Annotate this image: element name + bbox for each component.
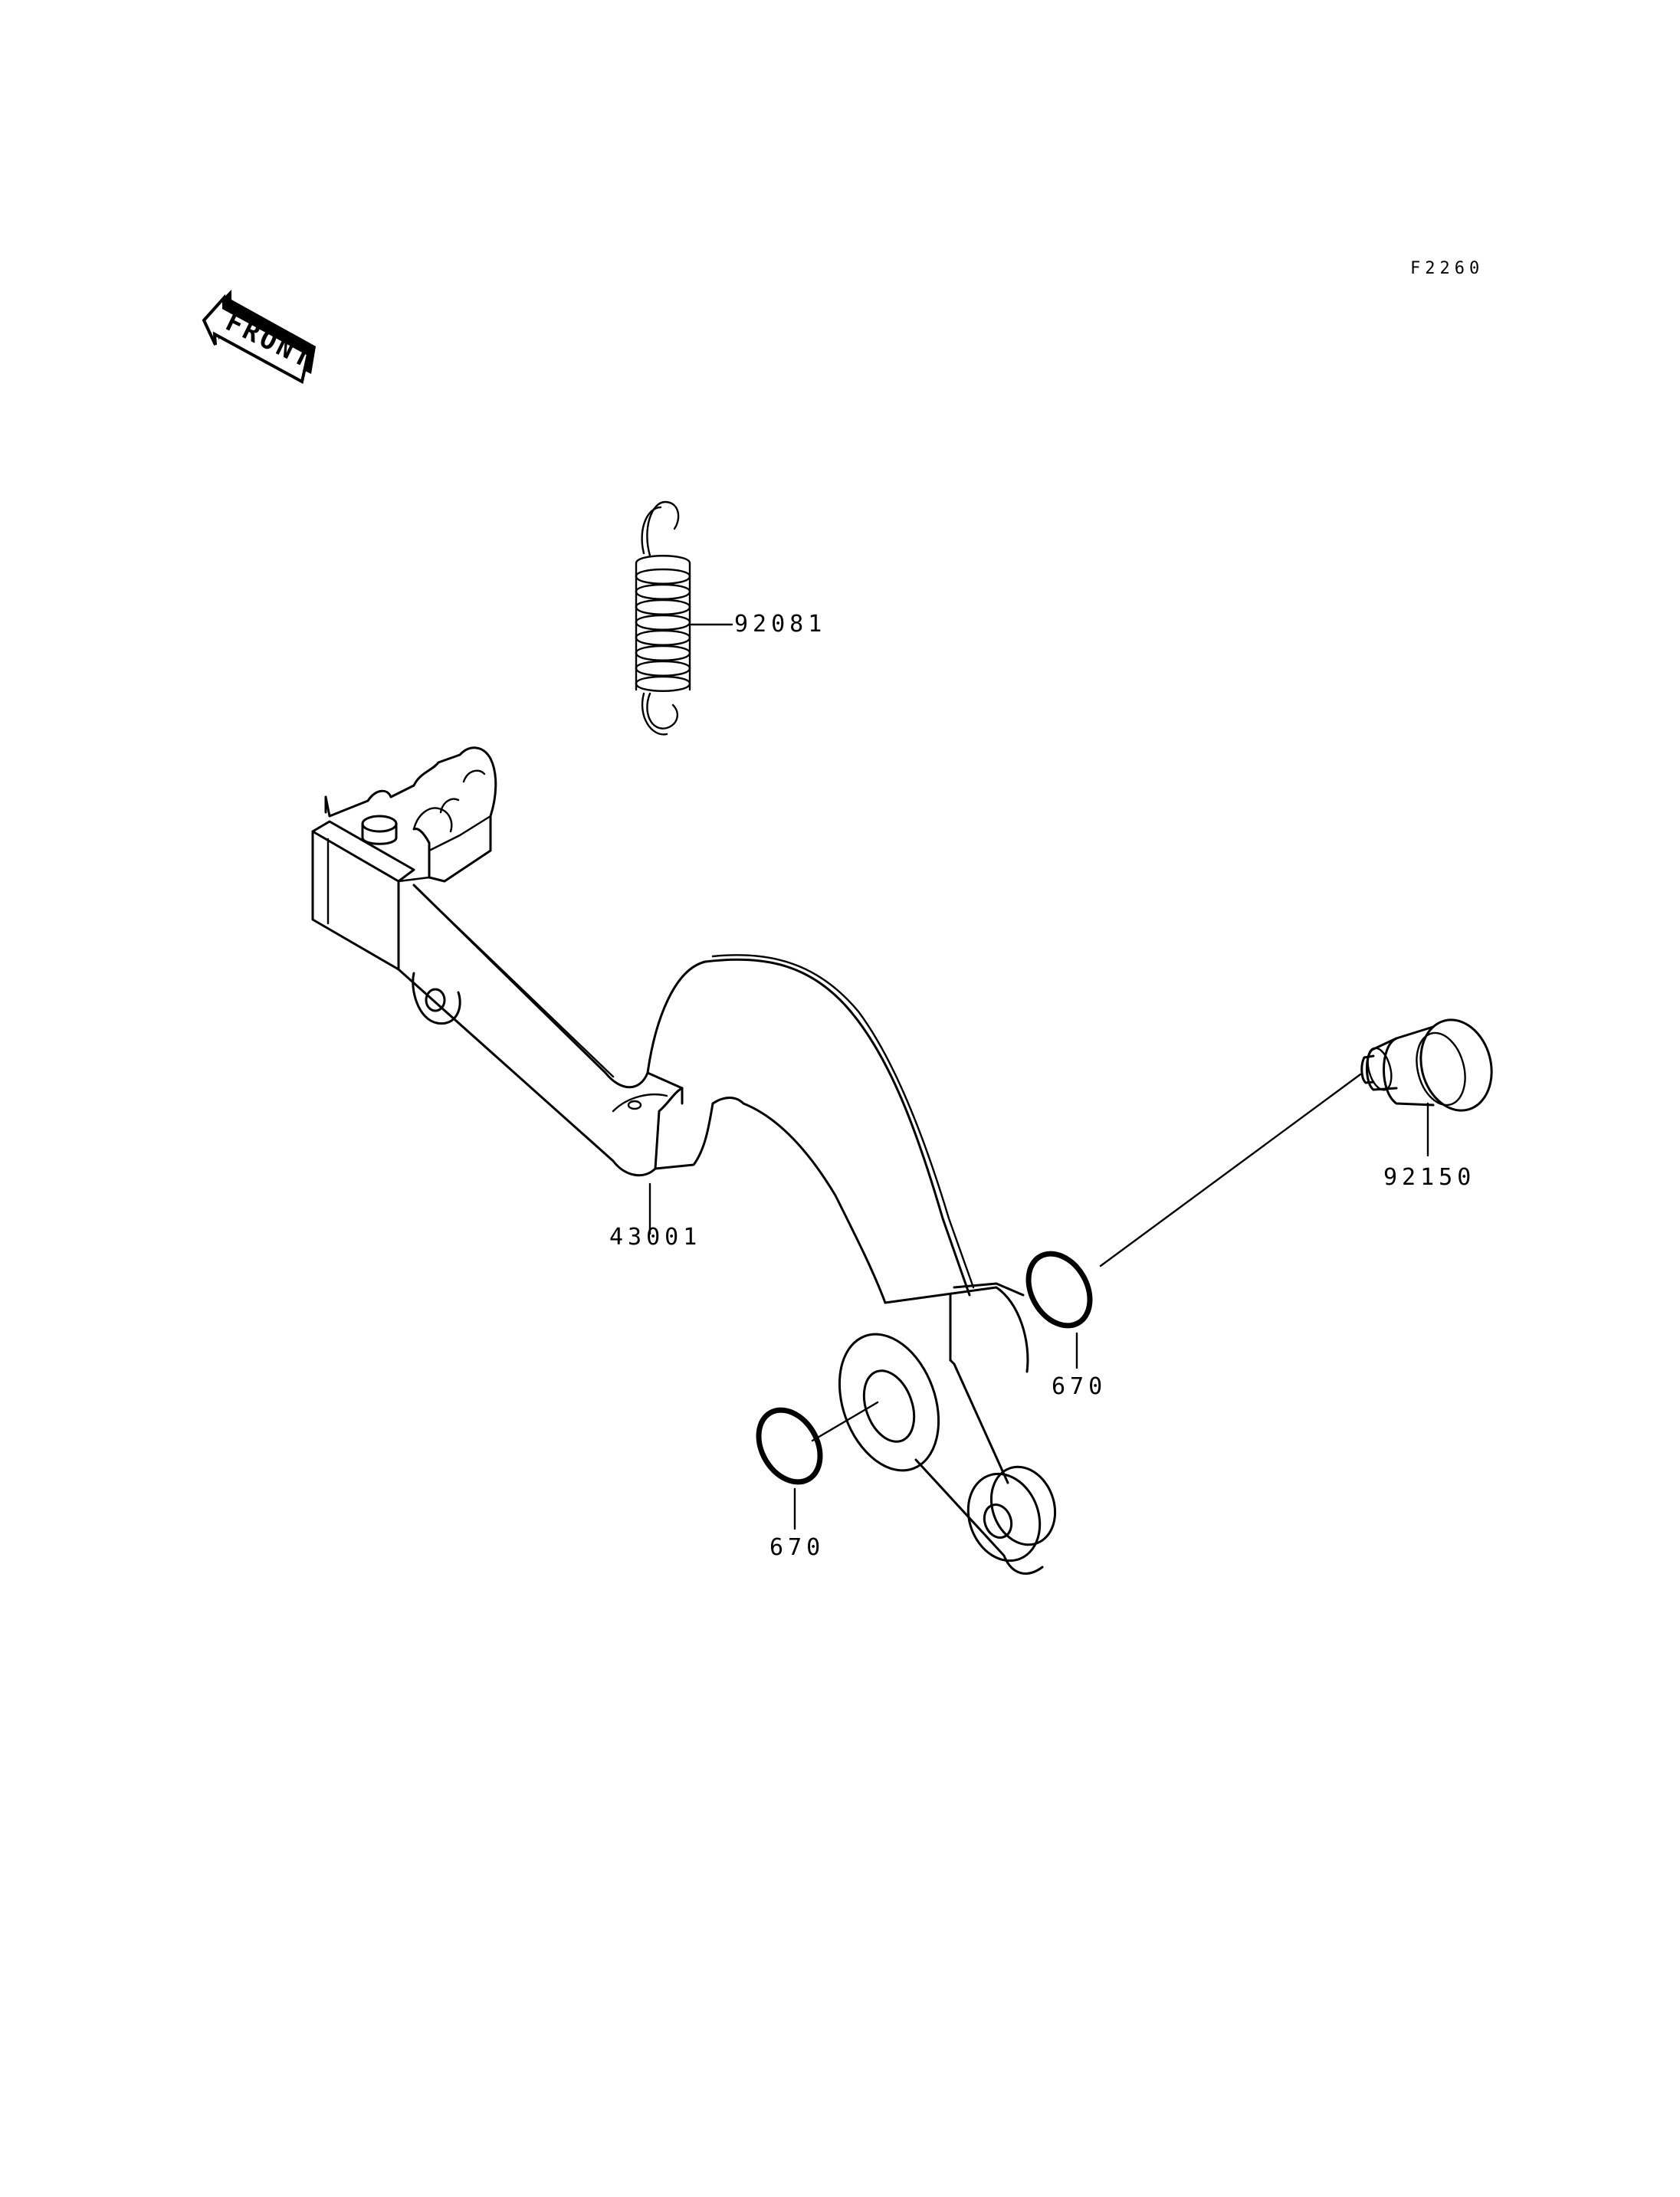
part-number-o-ring-upper: 670	[1052, 1373, 1107, 1400]
front-arrow-icon: FRONT	[202, 290, 319, 385]
o-ring-lower-drawing	[756, 1401, 879, 1530]
spring-drawing	[635, 500, 733, 736]
o-ring-upper-drawing	[1025, 1251, 1093, 1369]
part-number-spring: 92081	[734, 611, 827, 638]
brake-pedal-drawing	[311, 746, 1057, 1575]
part-number-brake-pedal: 43001	[609, 1224, 702, 1251]
figure-code: F2260	[1410, 259, 1485, 278]
part-number-pivot-bolt: 92150	[1383, 1164, 1476, 1191]
pivot-bolt-drawing	[1099, 1018, 1493, 1267]
part-number-o-ring-lower: 670	[769, 1534, 825, 1561]
